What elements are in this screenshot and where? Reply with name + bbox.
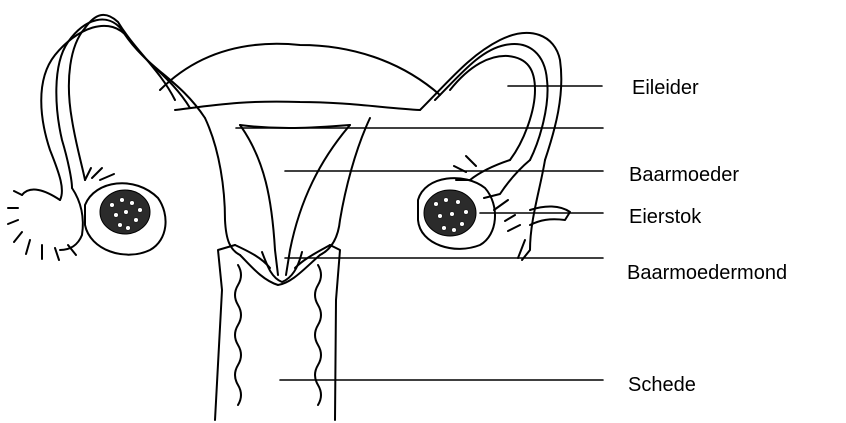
leader-lines (236, 86, 603, 380)
left-ovary (85, 183, 166, 254)
label-baarmoeder: Baarmoeder (629, 165, 739, 185)
left-oviduct (41, 15, 205, 200)
label-eierstok: Eierstok (629, 207, 701, 227)
label-schede: Schede (628, 375, 696, 395)
label-baarmoedermond: Baarmoedermond (627, 263, 787, 283)
label-eileider: Eileider (632, 78, 699, 98)
uterus (160, 44, 440, 275)
